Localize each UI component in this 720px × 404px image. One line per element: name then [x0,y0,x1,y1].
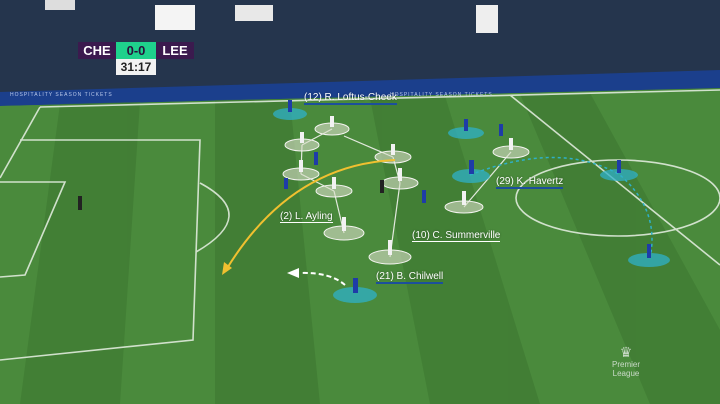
label-loftus-cheek: (12) R. Loftus-Cheek [304,92,397,105]
havertz-run [469,156,653,259]
stand-screen [155,5,195,30]
referee [380,180,384,193]
arrow-head-icon [222,262,232,275]
arrow-left-icon [287,268,299,278]
chelsea-highlights [273,108,670,303]
player-highlight [628,253,670,267]
match-clock: 31:17 [116,59,156,75]
ad-board [0,70,720,106]
ad-board-text: HOSPITALITY SEASON TICKETS [390,92,493,98]
away-team: LEE [156,42,194,59]
player-highlight [600,169,638,181]
label-chilwell: (21) B. Chilwell [376,271,444,284]
run-arrow [225,159,396,271]
ad-board-text: HOSPITALITY SEASON TICKETS [10,92,113,98]
player-highlight [452,169,490,183]
players [78,100,651,293]
label-ayling: (2) L. Ayling [280,211,333,223]
goalkeeper [78,196,82,210]
player-highlight [333,287,377,303]
player-highlight [273,108,307,120]
label-havertz: (29) K. Havertz [496,176,564,189]
premier-league-watermark: ♛ Premier League [612,344,641,378]
pitch [0,88,720,404]
player-highlight [448,127,484,139]
scoreboard: CHE 0-0 LEE [78,42,194,59]
score: 0-0 [116,42,156,59]
home-team: CHE [78,42,116,59]
chilwell-run [299,271,346,286]
label-summerville: (10) C. Summerville [412,230,501,242]
lion-logo-icon: ♛ [619,344,633,360]
